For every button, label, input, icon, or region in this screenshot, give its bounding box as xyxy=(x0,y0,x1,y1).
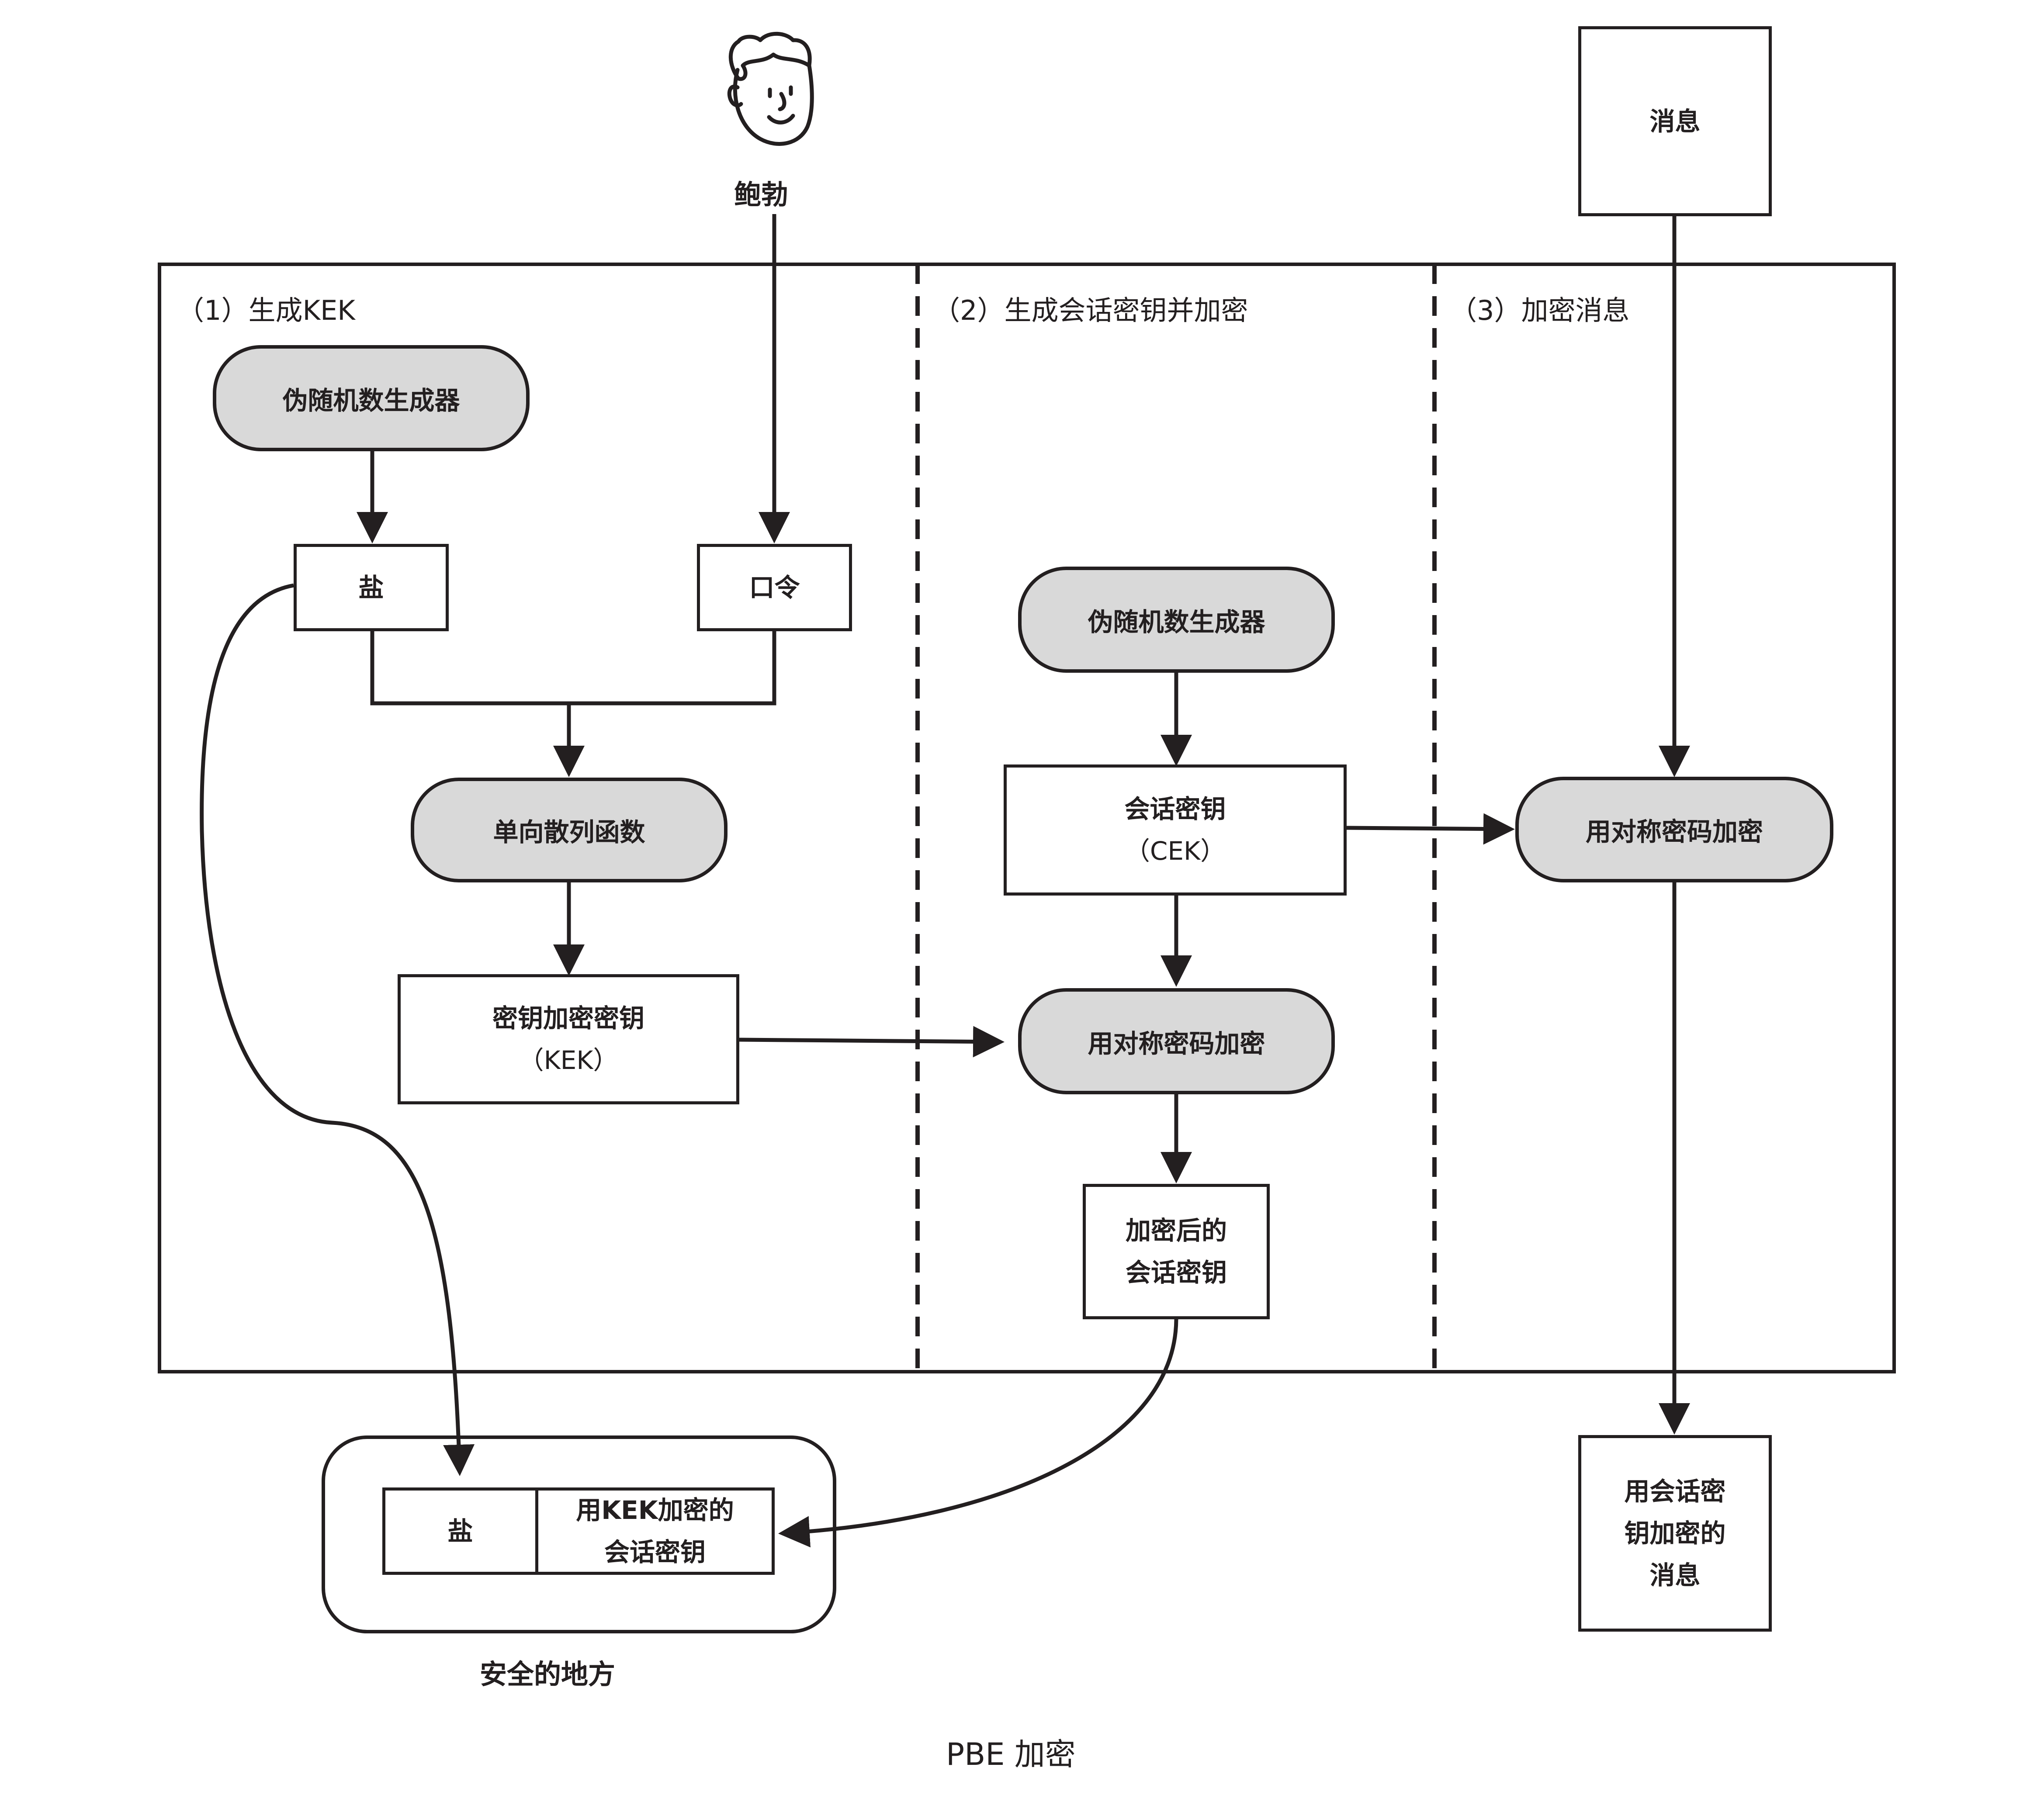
cek-label-line2: （CEK） xyxy=(1124,836,1226,866)
kek-label-line2: （KEK） xyxy=(518,1045,619,1075)
hash-function-label: 单向散列函数 xyxy=(493,817,645,847)
prng-node-1: 伪随机数生成器 xyxy=(213,345,530,451)
prng-node-2: 伪随机数生成器 xyxy=(1018,567,1335,673)
safe-place-encrypted-key-cell: 用KEK加密的 会话密钥 xyxy=(535,1487,775,1575)
safe-place-key-line1: 用KEK加密的 xyxy=(576,1495,734,1525)
encrypted-message-box: 用会话密 钥加密的 消息 xyxy=(1578,1435,1772,1632)
arrow-cek-to-message-encrypt xyxy=(1346,813,1515,845)
encrypt-message-node: 用对称密码加密 xyxy=(1515,777,1833,882)
message-label: 消息 xyxy=(1649,106,1701,136)
hash-function-node: 单向散列函数 xyxy=(411,778,728,882)
safe-place-key-line2: 会话密钥 xyxy=(604,1537,706,1567)
cek-box: 会话密钥 （CEK） xyxy=(1004,764,1347,896)
kek-label-line1: 密钥加密密钥 xyxy=(492,1003,644,1033)
section-heading-3: （3）加密消息 xyxy=(1450,294,1630,326)
arrow-encrypted-key-to-safe-place xyxy=(778,1319,1178,1548)
encrypt-key-node: 用对称密码加密 xyxy=(1018,988,1335,1094)
message-box: 消息 xyxy=(1578,26,1772,216)
salt-label: 盐 xyxy=(358,573,384,602)
section-heading-2: （2）生成会话密钥并加密 xyxy=(933,294,1248,326)
password-label: 口令 xyxy=(749,573,800,602)
section-heading-1: （1）生成KEK xyxy=(177,294,355,326)
prng-label-2: 伪随机数生成器 xyxy=(1088,607,1265,637)
bob-face-icon xyxy=(727,31,814,146)
encrypted-key-line2: 会话密钥 xyxy=(1125,1258,1227,1287)
prng-label-1: 伪随机数生成器 xyxy=(282,385,460,415)
safe-place-container xyxy=(322,1435,836,1633)
safe-place-salt-label: 盐 xyxy=(447,1516,473,1546)
encrypt-message-label: 用对称密码加密 xyxy=(1585,817,1763,847)
encrypted-key-box: 加密后的 会话密钥 xyxy=(1083,1184,1270,1319)
arrow-salt-to-safe-place xyxy=(200,583,475,1476)
figure-caption: PBE 加密 xyxy=(946,1736,1076,1772)
encrypted-key-line1: 加密后的 xyxy=(1125,1216,1227,1245)
kek-box: 密钥加密密钥 （KEK） xyxy=(398,974,739,1104)
bob-label: 鲍勃 xyxy=(734,179,789,211)
encrypt-key-label: 用对称密码加密 xyxy=(1088,1028,1265,1058)
safe-place-salt-cell: 盐 xyxy=(382,1487,538,1575)
encrypted-message-line1: 用会话密 xyxy=(1624,1477,1726,1506)
cek-label-line1: 会话密钥 xyxy=(1124,794,1226,824)
password-box: 口令 xyxy=(697,544,852,631)
safe-place-caption: 安全的地方 xyxy=(480,1658,616,1690)
arrow-kek-to-encrypt xyxy=(739,1026,1005,1058)
salt-box: 盐 xyxy=(294,544,449,631)
arrow-salt-password-to-hash xyxy=(370,631,776,706)
process-frame xyxy=(158,263,1896,1373)
encrypted-message-line2: 钥加密的 xyxy=(1624,1518,1726,1548)
encrypted-message-line3: 消息 xyxy=(1649,1560,1701,1590)
